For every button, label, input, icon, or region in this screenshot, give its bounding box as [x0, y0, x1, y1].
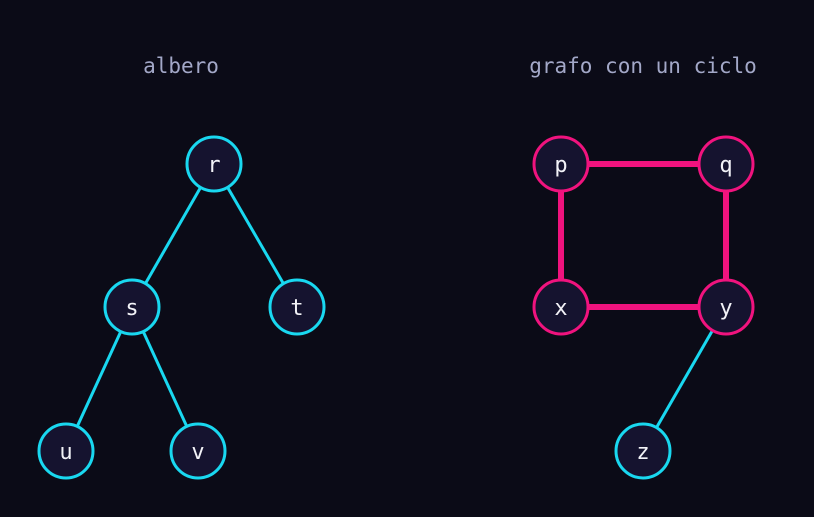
node-circle-r: [185, 135, 243, 193]
node-circle-x: [532, 278, 590, 336]
node-circle-z: [614, 422, 672, 480]
node-circle-q: [697, 135, 755, 193]
node-label-s: s: [125, 296, 138, 321]
node-circle-p: [532, 135, 590, 193]
node-label-z: z: [636, 440, 649, 465]
node-label-v: v: [191, 440, 204, 465]
edge-s-v: [141, 330, 189, 428]
edge-s-u: [75, 330, 123, 428]
node-circle-s: [103, 278, 161, 336]
node-v: v: [169, 422, 227, 480]
panel-cycle-graph: grafo con un ciclo p q x y z: [529, 54, 757, 480]
panel-title-cycle-graph: grafo con un ciclo: [529, 54, 757, 78]
edge-y-z: [655, 329, 714, 429]
node-s: s: [103, 278, 161, 336]
tree-nodes: r s t u v: [37, 135, 326, 480]
node-circle-v: [169, 422, 227, 480]
node-label-x: x: [554, 296, 567, 321]
node-q: q: [697, 135, 755, 193]
node-circle-y: [697, 278, 755, 336]
node-label-u: u: [59, 440, 72, 465]
node-label-q: q: [719, 153, 732, 178]
node-label-t: t: [290, 296, 303, 321]
edge-r-t: [226, 186, 285, 285]
panel-tree: albero r s t u v: [37, 54, 326, 480]
node-r: r: [185, 135, 243, 193]
node-circle-u: [37, 422, 95, 480]
node-label-y: y: [719, 296, 732, 321]
tree-edges: [75, 186, 285, 428]
node-label-r: r: [207, 153, 220, 178]
node-t: t: [268, 278, 326, 336]
node-u: u: [37, 422, 95, 480]
cycle-graph-nodes: p q x y z: [532, 135, 755, 480]
node-y: y: [697, 278, 755, 336]
node-z: z: [614, 422, 672, 480]
edge-r-s: [144, 186, 202, 285]
panel-title-tree: albero: [143, 54, 219, 78]
node-label-p: p: [554, 153, 567, 178]
node-circle-t: [268, 278, 326, 336]
node-p: p: [532, 135, 590, 193]
cycle-graph-edges: [558, 161, 729, 429]
node-x: x: [532, 278, 590, 336]
